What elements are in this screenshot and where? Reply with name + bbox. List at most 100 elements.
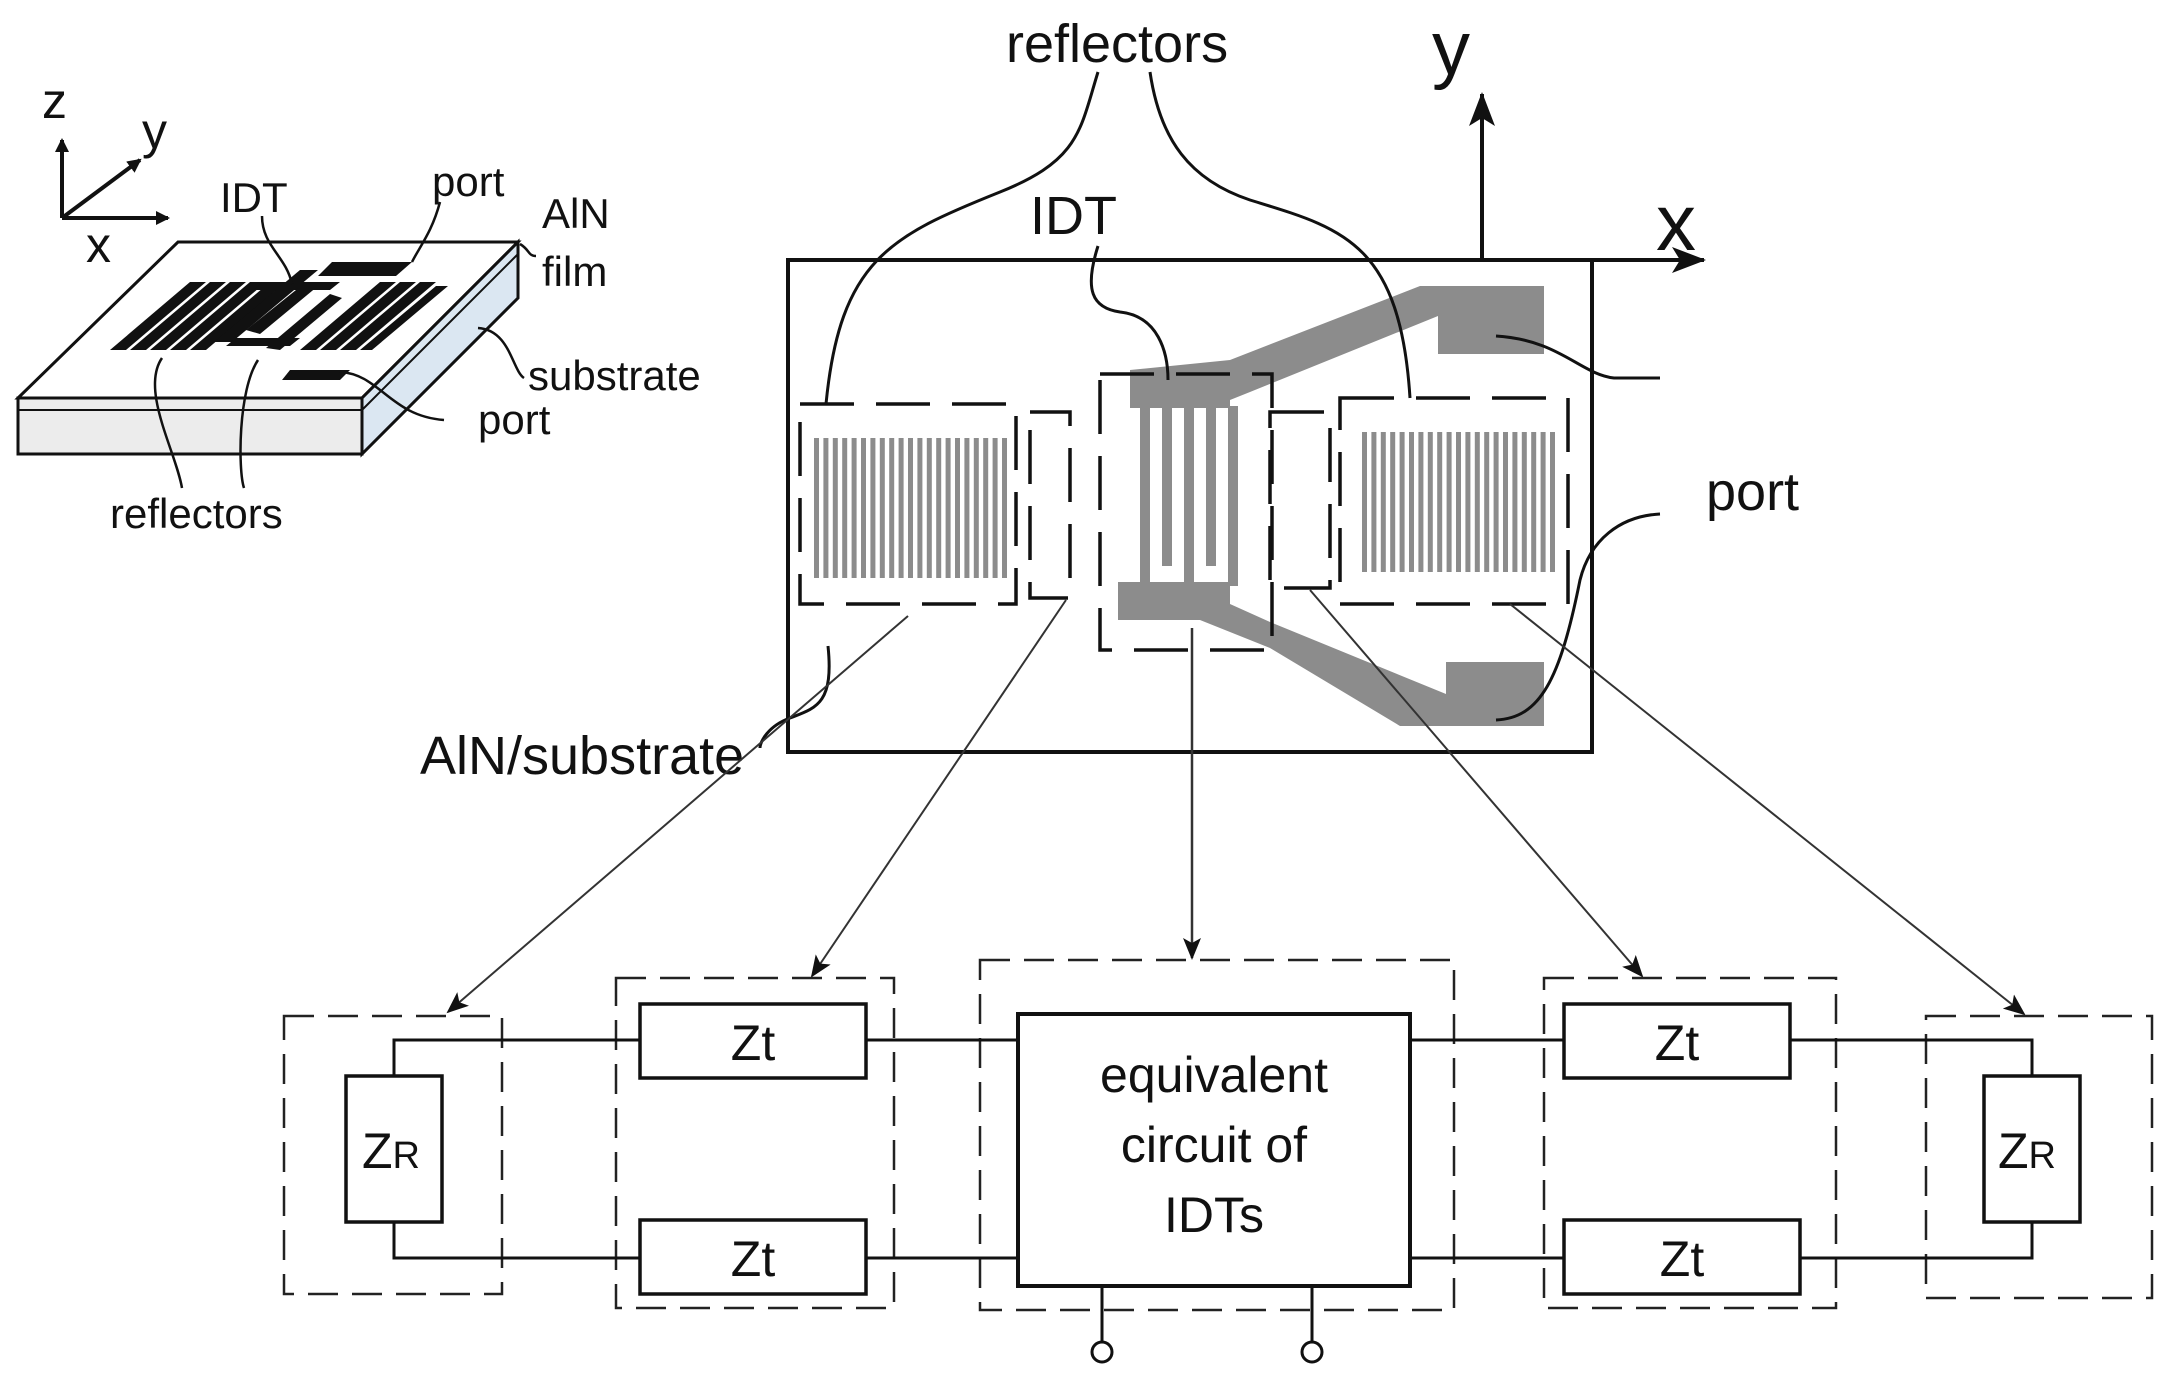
left-reflector-gratings [814, 438, 1007, 578]
port-pad-top-3d [318, 262, 412, 276]
reflector-strip [889, 438, 895, 578]
equivalent-circuit: ZR ZR Zt Zt Zt Zt equivalent circuit of [282, 958, 2154, 1364]
idt-region [1098, 372, 1274, 652]
reflector-strip [851, 438, 857, 578]
idt-finger [1140, 406, 1150, 586]
reflector-strip [814, 438, 819, 578]
arrow-right-gap-to-zt [1309, 589, 1644, 978]
reflector-strip [1409, 432, 1414, 572]
left-reflector-3d [110, 282, 286, 350]
right-reflector-gratings [1362, 432, 1555, 572]
equivalent-circuit-line2: circuit of [1121, 1117, 1307, 1173]
zt-bottom-right-block: Zt [1562, 1218, 1802, 1296]
idt-finger [1228, 406, 1238, 586]
reflector-strip [917, 438, 923, 578]
reflector-strip [955, 438, 960, 578]
left-zt-group [614, 976, 896, 1310]
port-pad-bottom-3d [282, 370, 350, 380]
zt-top-left-block: Zt [638, 1002, 868, 1080]
reflector-strip [1540, 432, 1546, 572]
reflector-strip [1380, 432, 1386, 572]
reflector-strip [983, 438, 989, 578]
inset-reflectors-label: reflectors [110, 490, 283, 537]
reflector-strip [898, 438, 904, 578]
equivalent-circuit-line3: IDTs [1164, 1187, 1264, 1243]
inset-axes [55, 138, 170, 225]
zr-left-label: ZR [362, 1123, 420, 1179]
top-view-callouts [758, 71, 1661, 749]
idt-circuit-group [978, 958, 1456, 1312]
idt-finger [1206, 386, 1216, 566]
y-axis-arrow [60, 158, 142, 220]
zr-right-label: ZR [1998, 1123, 2056, 1179]
reflector-strip [861, 438, 866, 578]
y-axis-label: y [142, 103, 167, 159]
top-view-port-label: port [1706, 462, 1799, 522]
zt-top-right-label: Zt [1655, 1015, 1700, 1071]
idt-electrodes [1118, 286, 1544, 726]
right-reflector-3d [300, 282, 448, 350]
chip-front-face [16, 396, 364, 456]
left-zr-group [282, 1014, 504, 1296]
inset-film-label-line2: film [542, 248, 607, 295]
reflector-strip [1399, 432, 1405, 572]
zt-top-right-block: Zt [1562, 1002, 1792, 1080]
zt-bottom-left-label: Zt [731, 1231, 776, 1287]
top-view-reflectors-label: reflectors [1006, 14, 1228, 74]
reflector-strip [992, 438, 998, 578]
top-view-aln-substrate-label: AlN/substrate [420, 726, 744, 786]
reflector-strip [1002, 438, 1007, 578]
reflector-strip [1418, 432, 1424, 572]
reflector-strip [1446, 432, 1452, 572]
idt-3d [214, 262, 412, 380]
inset-port-bottom-label: port [478, 396, 551, 443]
top-view: y x [420, 6, 1799, 786]
top-view-x-label: x [1656, 178, 1696, 267]
right-gap-region [1268, 410, 1332, 590]
reflector-strip [1531, 432, 1537, 572]
zr-right-block: ZR [1982, 1074, 2082, 1224]
arrow-left-gap-to-zt [810, 599, 1067, 978]
upper-bus-and-port-pad [1130, 286, 1544, 408]
x-axis-label: x [86, 217, 111, 273]
reflector-strip [1427, 432, 1433, 572]
equivalent-circuit-line1: equivalent [1100, 1047, 1328, 1103]
reflector-strip [1484, 432, 1490, 572]
mapping-arrows [446, 589, 2026, 1016]
left-reflector-region [798, 402, 1018, 606]
circuit-wires [392, 1038, 2034, 1344]
right-reflector-region [1338, 396, 1570, 606]
reflector-strip [1390, 432, 1396, 572]
inset-callouts [153, 201, 537, 489]
reflector-strip [1437, 432, 1443, 572]
reflector-strip [1371, 432, 1377, 572]
reflector-strip [1550, 432, 1555, 572]
reflector-strip [823, 438, 829, 578]
terminal-right [1300, 1340, 1324, 1364]
reflector-strip [879, 438, 885, 578]
idt-finger [1184, 406, 1194, 586]
electrode-pattern-3d [110, 262, 448, 380]
lower-bus-and-port-pad [1118, 582, 1544, 726]
reflector-strip [1362, 432, 1367, 572]
reflector-strip [908, 438, 913, 578]
top-view-y-label: y [1432, 6, 1470, 91]
reflector-strip [1521, 432, 1527, 572]
film-layer-line-side [361, 253, 519, 411]
reflector-strip [842, 438, 848, 578]
idt-equivalent-circuit-block: equivalent circuit of IDTs [1016, 1012, 1412, 1288]
reflector-strip [870, 438, 876, 578]
reflector-strip [936, 438, 942, 578]
reflector-strip [1512, 432, 1518, 572]
inset-substrate-label: substrate [528, 352, 701, 399]
reflector-strip [973, 438, 979, 578]
zt-top-left-label: Zt [731, 1015, 776, 1071]
inset-idt-label: IDT [220, 174, 288, 221]
reflector-strip [1456, 432, 1461, 572]
idt-finger [1162, 386, 1172, 566]
reflector-strip [964, 438, 970, 578]
zt-bottom-left-block: Zt [638, 1218, 868, 1296]
reflector-strip [945, 438, 951, 578]
right-zt-group [1542, 976, 1838, 1310]
